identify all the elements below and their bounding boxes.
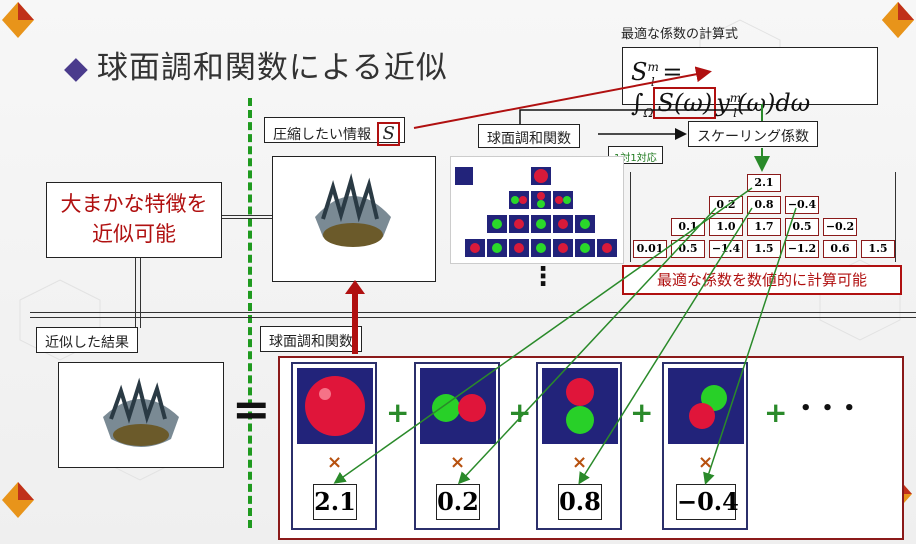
card-coefficient: 2.1 — [313, 484, 357, 520]
sh-basis-tile — [668, 368, 744, 444]
coefficient-cell: 0.6 — [823, 240, 857, 258]
equals-sign: = — [232, 382, 271, 436]
basis-card-2: × 0.8 — [536, 362, 622, 530]
sh-basis-svg — [432, 394, 486, 422]
sh-basis-tile — [420, 368, 496, 444]
formula-caption: 最適な係数の計算式 — [621, 27, 739, 42]
card-coefficient: −0.4 — [676, 484, 739, 520]
coefficient-cell: −1.2 — [785, 240, 819, 258]
dashed-separator — [248, 98, 252, 528]
coefficient-cell: 0.1 — [671, 218, 705, 236]
corner-ornament-icon — [2, 2, 34, 38]
diamond-bullet-icon: ◆ — [64, 50, 89, 86]
coefficient-cell: 0.5 — [671, 240, 705, 258]
feature-text-line2: 近似可能 — [92, 222, 176, 246]
sh-label-top: 球面調和関数 — [478, 124, 580, 148]
feature-text-line1: 大まかな特徴を — [60, 192, 208, 216]
card-coefficient: 0.2 — [436, 484, 480, 520]
vertical-ellipsis: ⋮ — [530, 262, 556, 292]
plus-sign: + — [386, 396, 410, 429]
coefficient-cell: 0.2 — [709, 196, 743, 214]
sh-pyramid-svg — [455, 167, 617, 257]
corner-ornament-icon — [882, 2, 914, 38]
sh-basis-svg — [305, 376, 365, 436]
coefficient-cell: 1.5 — [861, 240, 895, 258]
basis-card-0: × 2.1 — [291, 362, 377, 530]
compress-info-label: 圧縮したい情報 S — [264, 117, 405, 146]
approx-sphere-image — [103, 377, 179, 447]
plus-sign: + — [764, 396, 788, 429]
feature-approx-box: 大まかな特徴を 近似可能 — [46, 182, 222, 258]
times-sign: × — [698, 452, 714, 473]
plus-sign: + — [508, 396, 532, 429]
horizontal-ellipsis: • • • — [800, 398, 858, 419]
corner-ornament-icon — [2, 482, 34, 518]
basis-card-1: × 0.2 — [414, 362, 500, 530]
times-sign: × — [450, 452, 466, 473]
connector-line — [222, 215, 272, 219]
coefficient-cell: −0.4 — [785, 196, 819, 214]
compressed-image-box — [272, 156, 436, 282]
card-coefficient: 0.8 — [558, 484, 602, 520]
times-sign: × — [572, 452, 588, 473]
connector-line — [135, 258, 141, 328]
sh-basis-svg — [689, 385, 727, 429]
formula-boxed-term: S(ω) — [653, 86, 717, 119]
compress-symbol: S — [377, 122, 400, 146]
radiance-sphere-image — [315, 173, 391, 247]
coefficient-cell: 0.8 — [747, 196, 781, 214]
times-sign: × — [327, 452, 343, 473]
sh-basis-tile — [297, 368, 373, 444]
coefficient-cell: 1.7 — [747, 218, 781, 236]
coefficient-cell: −0.2 — [823, 218, 857, 236]
approx-result-label: 近似した結果 — [36, 327, 138, 353]
sh-basis-tile — [542, 368, 618, 444]
coefficient-cell: 1.5 — [747, 240, 781, 258]
coefficient-cell: 1.0 — [709, 218, 743, 236]
coefficient-cell: 2.1 — [747, 174, 781, 192]
optimal-calc-label: 最適な係数を数値的に計算可能 — [622, 265, 902, 295]
sh-basis-svg — [566, 378, 594, 434]
plus-sign: + — [630, 396, 654, 429]
sh-pyramid-image — [450, 156, 624, 264]
sh-label-bottom: 球面調和関数 — [260, 326, 362, 352]
scaling-coef-label: スケーリング係数 — [688, 121, 818, 147]
basis-card-3: × −0.4 — [662, 362, 748, 530]
section-divider — [30, 312, 916, 318]
coefficient-cell: 0.5 — [785, 218, 819, 236]
coefficient-cell: −1.4 — [709, 240, 743, 258]
approx-result-image-box — [58, 362, 224, 468]
page-title: ◆球面調和関数による近似 — [64, 50, 448, 86]
coefficient-cell: 0.01 — [633, 240, 667, 258]
